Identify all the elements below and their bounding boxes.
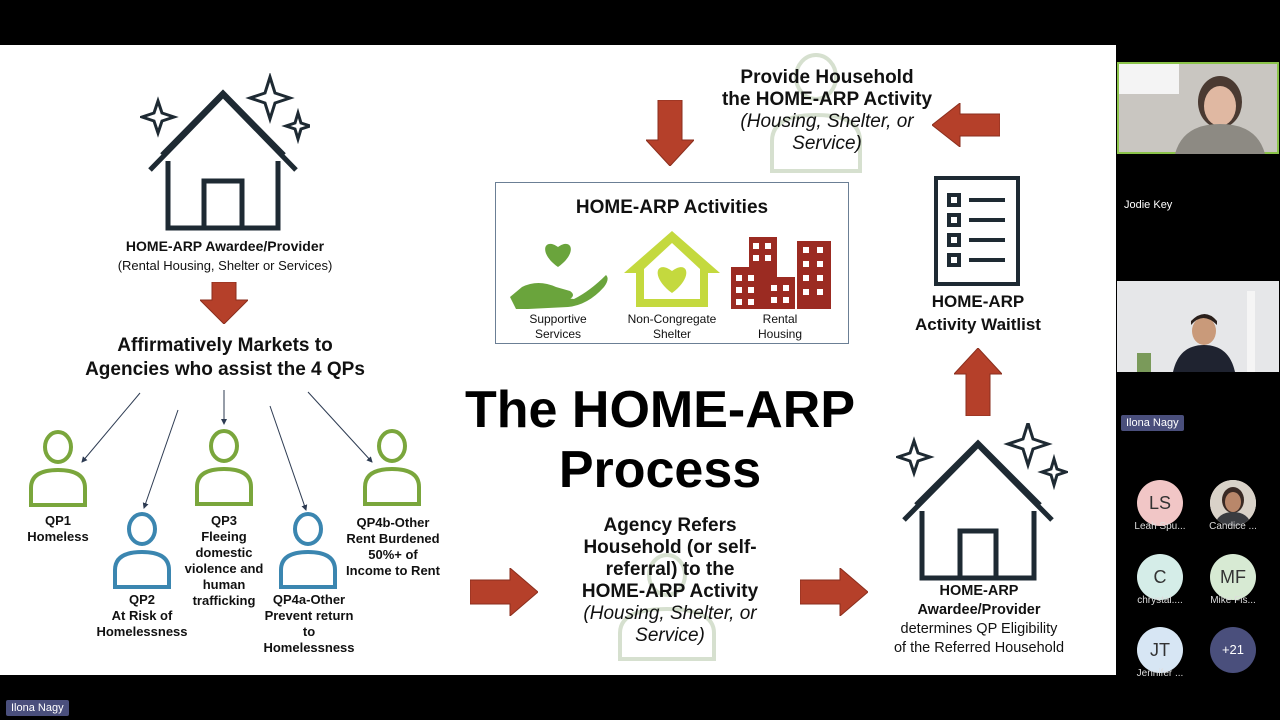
- participant-video: [1117, 281, 1279, 372]
- house-sparkle-icon: [896, 423, 1068, 581]
- awardee-top-subtitle: (Rental Housing, Shelter or Services): [117, 258, 333, 273]
- qp2-person-icon: [113, 512, 171, 589]
- provide-household-text: Provide Household the HOME-ARP Activity …: [721, 67, 933, 154]
- checklist-icon: [934, 176, 1020, 286]
- participant-avatar[interactable]: [1210, 480, 1256, 526]
- speaker-name: Jodie Key: [1124, 199, 1173, 211]
- activities-box: HOME-ARP Activities: [495, 182, 849, 344]
- down-arrow-icon: [200, 282, 248, 324]
- speaker-video: [1175, 76, 1265, 154]
- participant-name: Jennifer ...: [1136, 668, 1184, 679]
- buildings-icon: [731, 237, 831, 309]
- participant-name: Candice ...: [1209, 521, 1257, 532]
- qp3-person-icon: [195, 429, 253, 506]
- up-arrow-icon: [954, 348, 1002, 416]
- participant-avatar[interactable]: LS: [1137, 480, 1183, 526]
- right-arrow-icon: [470, 568, 538, 616]
- qp4a-person-icon: [279, 512, 337, 589]
- participant-name: Mike Fis...: [1210, 595, 1256, 606]
- shared-slide: HOME-ARP Awardee/Provider (Rental Housin…: [0, 45, 1116, 675]
- awardee-top-title: HOME-ARP Awardee/Provider: [125, 238, 325, 254]
- house-sparkle-icon: [140, 73, 310, 231]
- markets-line-1: Affirmatively Markets to: [117, 335, 333, 356]
- participant-avatar[interactable]: JT: [1137, 627, 1183, 673]
- more-participants-button[interactable]: +21: [1210, 627, 1256, 673]
- faint-person-icon: [618, 553, 716, 661]
- refers-text: Agency Refers Household (or self- referr…: [581, 515, 759, 646]
- qp4b-person-icon: [363, 429, 421, 506]
- house-heart-icon: [624, 231, 720, 307]
- logo-poster: [1119, 64, 1179, 94]
- left-arrow-icon: [932, 103, 1000, 147]
- participant-name: chrystal....: [1137, 595, 1183, 606]
- participant-avatar[interactable]: MF: [1210, 554, 1256, 600]
- markets-line-2: Agencies who assist the 4 QPs: [85, 359, 365, 380]
- activities-title: HOME-ARP Activities: [575, 197, 769, 218]
- participant-avatar[interactable]: C: [1137, 554, 1183, 600]
- qp1-person-icon: [29, 430, 87, 507]
- active-speaker-chip: Ilona Nagy: [6, 700, 69, 716]
- slide-title: The HOME-ARP Process: [465, 381, 855, 499]
- participant-photo: [1210, 480, 1256, 526]
- speaker-video-tile[interactable]: [1117, 62, 1279, 154]
- faint-person-icon: [770, 53, 862, 173]
- participant-video-tile[interactable]: [1117, 281, 1279, 372]
- waitlist-label: HOME-ARP Activity Waitlist: [915, 292, 1041, 334]
- hand-heart-icon: [510, 243, 608, 309]
- qp-connector-lines: [81, 390, 373, 511]
- participant-name: Leah Spu...: [1134, 521, 1186, 532]
- down-arrow-icon: [646, 100, 694, 166]
- video-name-chip: Ilona Nagy: [1121, 415, 1184, 431]
- right-arrow-icon: [800, 568, 868, 616]
- awardee-bottom-text: HOME-ARP Awardee/Provider determines QP …: [893, 583, 1065, 656]
